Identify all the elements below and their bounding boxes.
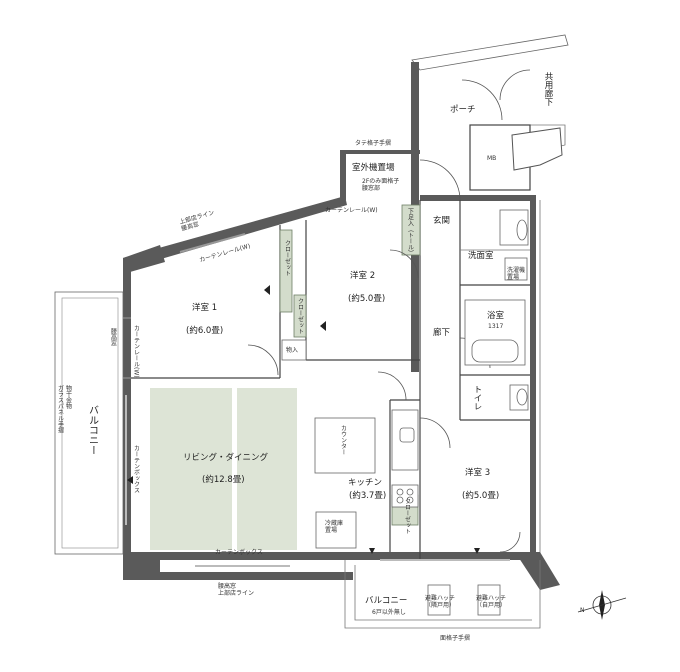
label-balcony-left: バルコニー xyxy=(87,405,99,455)
label-western3: 洋室 3 xyxy=(465,467,490,478)
label-curtain-rail-top: カーテンレール(W) xyxy=(199,243,252,264)
label-kitchen-closet: クローゼット xyxy=(404,498,411,534)
ldk-floor xyxy=(150,388,297,550)
label-bottom-window-line: 腰高窓上部店ライン xyxy=(218,582,254,597)
label-western1-size: (約6.0畳) xyxy=(186,325,223,336)
label-balcony-bottom: バルコニー xyxy=(365,596,407,606)
label-hatch2: 避難ハッチ（自戸用） xyxy=(476,594,506,609)
fixtures xyxy=(314,209,529,616)
label-curtain-box-bottom: カーテンボックス xyxy=(215,548,263,556)
balcony-left xyxy=(54,291,124,555)
label-closet2: クローゼット xyxy=(297,298,304,334)
closets xyxy=(279,204,421,526)
label-curtain-box-side: カーテンボックス xyxy=(133,445,140,493)
label-storage: 物入 xyxy=(286,346,298,354)
label-western2: 洋室 2 xyxy=(350,270,375,281)
label-shoe-storage: 下足入（トール） xyxy=(407,208,414,256)
markers xyxy=(127,285,480,554)
label-living-dining: リビング・ダイニング xyxy=(183,452,269,463)
label-living-dining-size: (約12.8畳) xyxy=(202,474,245,485)
balcony-bottom xyxy=(344,560,541,629)
label-top-window-line: 上部店ライン腰高窓 xyxy=(178,208,217,232)
label-porch: ポーチ xyxy=(450,105,476,115)
label-western2-size: (約5.0畳) xyxy=(348,293,385,304)
label-fridge: 冷蔵庫置場 xyxy=(325,519,343,534)
label-hatch1: 避難ハッチ（隣戸用） xyxy=(425,594,455,609)
label-western3-size: (約5.0畳) xyxy=(462,490,499,501)
label-outdoor-unit: 室外機置場 xyxy=(352,162,395,173)
label-counter: カウンター xyxy=(340,425,347,455)
label-curtain-rail-w-top: カーテンレール(W) xyxy=(325,207,378,214)
common-corridor xyxy=(411,34,569,560)
label-balcony-note: 6戸以外無し xyxy=(372,608,406,616)
labels: ポーチ MB 室外機置場 タテ格子手摺 2Fのみ面格子腰窓部 玄関 カーテンレー… xyxy=(178,105,584,642)
label-side-window-note: 腰高窓 xyxy=(110,328,117,346)
label-glass-rail-note: 物干金物ガラスパネル手摺 xyxy=(57,384,72,434)
vertical-labels: 共用廊下 クローゼット クローゼット 下足入（トール） トイレ カウンター クロ… xyxy=(57,72,554,534)
label-closet1: クローゼット xyxy=(284,240,291,276)
label-second-floor-note: 2Fのみ面格子腰窓部 xyxy=(362,177,399,192)
doors xyxy=(247,69,531,553)
label-western1: 洋室 1 xyxy=(192,302,217,313)
label-kitchen: キッチン xyxy=(348,478,382,488)
label-bottom-rail-note: 面格子手摺 xyxy=(440,634,470,642)
label-mb: MB xyxy=(487,155,496,162)
label-curtain-rail-side: カーテンレール(W) xyxy=(133,325,140,378)
label-bath-size: 1317 xyxy=(488,323,503,330)
label-kitchen-size: (約3.7畳) xyxy=(349,490,386,501)
label-lattice-note: タテ格子手摺 xyxy=(355,139,391,147)
label-washroom: 洗面室 xyxy=(468,250,494,261)
windows xyxy=(123,233,510,567)
label-entrance: 玄関 xyxy=(433,215,450,226)
label-bath: 浴室 xyxy=(487,310,505,321)
label-common-corridor: 共用廊下 xyxy=(543,72,553,107)
label-washer: 洗濯機置場 xyxy=(507,266,525,281)
label-hallway: 廊下 xyxy=(433,327,451,338)
label-toilet: トイレ xyxy=(472,385,482,411)
compass-icon xyxy=(577,590,627,620)
